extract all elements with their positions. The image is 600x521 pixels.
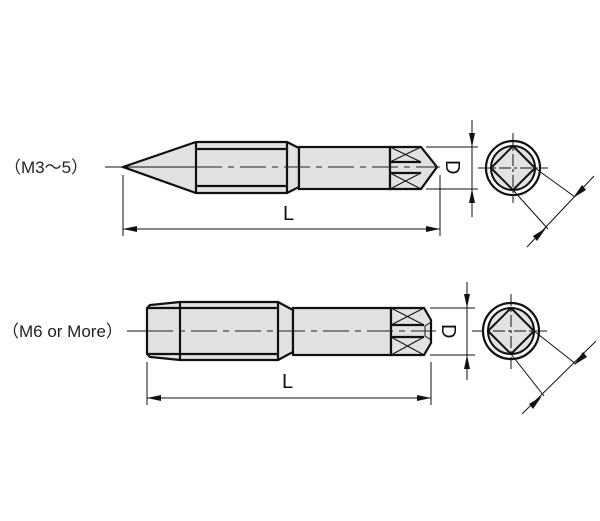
diameter-label: D bbox=[441, 160, 463, 174]
figure-small: （M3～5） L D bbox=[4, 120, 595, 248]
length-label: L bbox=[282, 371, 293, 393]
figure-large: （M6 or More） L D bbox=[2, 282, 597, 415]
figure-small-label: （M3～5） bbox=[4, 158, 88, 177]
figure-large-label: （M6 or More） bbox=[2, 322, 123, 341]
diameter-label: D bbox=[437, 324, 459, 338]
end-view-large bbox=[472, 294, 597, 415]
end-view-small bbox=[478, 133, 595, 248]
length-label: L bbox=[283, 203, 294, 225]
tip bbox=[388, 145, 439, 191]
neck bbox=[297, 145, 392, 191]
